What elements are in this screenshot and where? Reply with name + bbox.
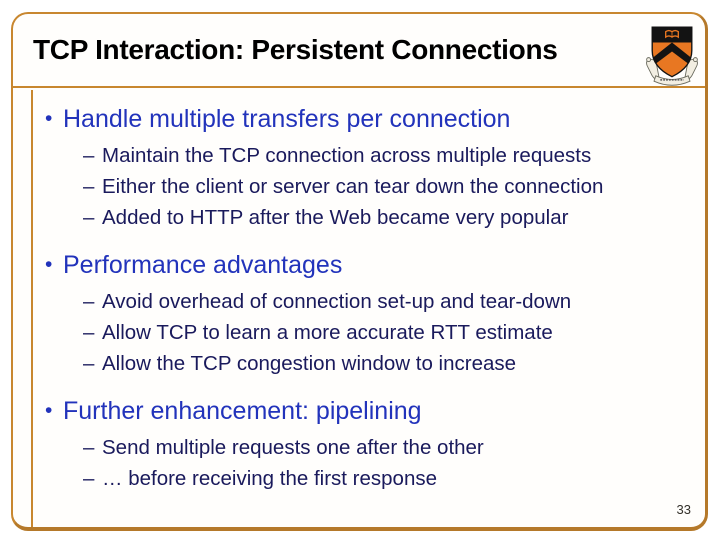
slide-frame: TCP Interaction: Persistent Connections xyxy=(11,12,708,531)
bullet-level2: –Maintain the TCP connection across mult… xyxy=(33,140,705,171)
bullet-group: •Performance advantages–Avoid overhead o… xyxy=(33,249,705,379)
bullet-level2-text: Allow the TCP congestion window to incre… xyxy=(102,352,517,375)
bullet-level2: –Allow TCP to learn a more accurate RTT … xyxy=(33,317,705,348)
bullet-level2-text: Allow TCP to learn a more accurate RTT e… xyxy=(102,321,553,344)
bullet-level1-text: Further enhancement: pipelining xyxy=(63,397,422,425)
bullet-level2-text: Added to HTTP after the Web became very … xyxy=(102,206,569,229)
dash-icon: – xyxy=(83,175,95,198)
bullet-dot-icon: • xyxy=(45,107,53,130)
bullet-level2-text: Send multiple requests one after the oth… xyxy=(102,436,484,459)
princeton-shield-icon xyxy=(646,26,698,86)
bullet-level1-text: Handle multiple transfers per connection xyxy=(63,105,511,133)
dash-icon: – xyxy=(83,206,95,229)
dash-icon: – xyxy=(83,436,95,459)
bullet-level2: –Allow the TCP congestion window to incr… xyxy=(33,348,705,379)
bullet-dot-icon: • xyxy=(45,399,53,422)
dash-icon: – xyxy=(83,290,95,313)
dash-icon: – xyxy=(83,321,95,344)
bullet-dot-icon: • xyxy=(45,253,53,276)
bullet-level1: • Further enhancement: pipelining xyxy=(33,395,705,427)
bullet-level1: • Performance advantages xyxy=(33,249,705,281)
title-bar: TCP Interaction: Persistent Connections xyxy=(13,14,705,88)
bullet-level2-text: Avoid overhead of connection set-up and … xyxy=(102,290,572,313)
dash-icon: – xyxy=(83,144,95,167)
bullet-level2: –Added to HTTP after the Web became very… xyxy=(33,202,705,233)
bullet-level2-text: … before receiving the first response xyxy=(102,467,437,490)
dash-icon: – xyxy=(83,467,95,490)
bullet-level2: –… before receiving the first response xyxy=(33,463,705,494)
bullet-group: • Handle multiple transfers per connectio… xyxy=(33,103,705,233)
bullet-level2-text: Maintain the TCP connection across multi… xyxy=(102,144,592,167)
slide-title: TCP Interaction: Persistent Connections xyxy=(33,34,558,65)
page-number: 33 xyxy=(676,502,691,517)
bullet-level1: • Handle multiple transfers per connectio… xyxy=(33,103,705,135)
bullet-group: • Further enhancement: pipelining –Send mu… xyxy=(33,395,705,494)
slide-body: • Handle multiple transfers per connectio… xyxy=(31,90,705,527)
dash-icon: – xyxy=(83,352,95,375)
bullet-level2: –Either the client or server can tear do… xyxy=(33,171,705,202)
bullet-level1-text: Performance advantages xyxy=(63,251,343,279)
bullet-list: • Handle multiple transfers per connectio… xyxy=(33,103,705,494)
bullet-level2: –Send multiple requests one after the ot… xyxy=(33,432,705,463)
bullet-level2-text: Either the client or server can tear dow… xyxy=(102,175,604,198)
bullet-level2: –Avoid overhead of connection set-up and… xyxy=(33,286,705,317)
